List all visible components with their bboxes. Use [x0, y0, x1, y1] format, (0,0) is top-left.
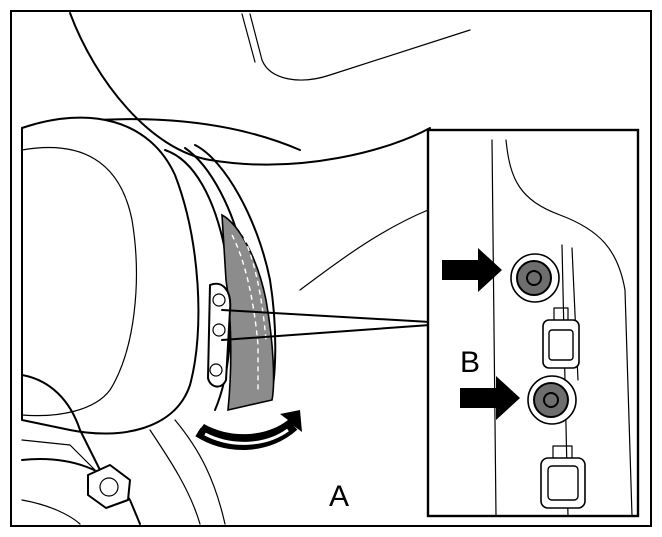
arrow-right-icon — [442, 248, 502, 292]
lower-bolt — [527, 375, 577, 425]
leader-lines — [221, 309, 431, 341]
detail-inset — [426, 128, 640, 518]
upper-bolt — [510, 253, 560, 303]
rotation-arrow — [195, 410, 302, 450]
lower-clip — [540, 445, 586, 509]
brake-shield — [207, 213, 275, 412]
suspension-parts — [21, 374, 226, 525]
outer-frame — [10, 10, 652, 527]
label-b: B — [460, 346, 480, 379]
arrow-right-icon — [460, 376, 520, 420]
body-panel — [21, 12, 471, 291]
upper-clip — [542, 307, 580, 369]
label-a: A — [329, 480, 349, 513]
